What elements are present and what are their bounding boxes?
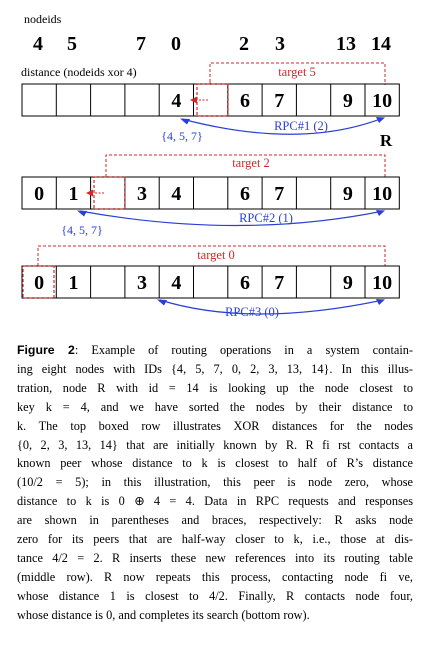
- distance-cell: 6: [240, 90, 250, 112]
- distance-cell: 4: [171, 272, 181, 294]
- caption-line: Figure 2: Example of routing operations …: [17, 343, 413, 357]
- row-frame: [21, 265, 400, 299]
- distance-cell: 9: [343, 272, 353, 294]
- caption-line: known peer whose distance to k is closes…: [17, 456, 413, 471]
- node-id-label: 13: [336, 33, 356, 55]
- nodeid-row: 4 5 7 0 2 3 13 14: [33, 33, 391, 55]
- distance-cell: 7: [274, 183, 284, 205]
- rpc-2-response: {4, 5, 7}: [61, 223, 103, 237]
- node-id-label: 3: [275, 33, 285, 55]
- distance-cell: 9: [343, 90, 353, 112]
- node-id-label: 0: [171, 33, 181, 55]
- caption-line: (middle row). R now repeats this process…: [17, 569, 413, 584]
- caption-line: distance to k is 0 ⊕ 4 = 4. Data in RPC …: [17, 494, 413, 509]
- distance-cell: 7: [274, 90, 284, 112]
- caption-heading: Figure 2: [17, 343, 75, 357]
- distance-row-bottom: 0 1 3 4 6 7 9 10: [21, 265, 400, 299]
- distance-cell: 6: [240, 272, 250, 294]
- distance-cell: 10: [372, 183, 392, 205]
- distance-cell: 1: [68, 272, 78, 294]
- distance-label: distance (nodeids xor 4): [21, 65, 137, 79]
- target-5-arrow: [190, 96, 208, 104]
- distance-cell: 3: [137, 272, 147, 294]
- caption-line: tance 4/2 = 2. R inserts these new refer…: [17, 550, 413, 565]
- distance-cell: 1: [68, 183, 78, 205]
- target-2-connector: [105, 154, 386, 177]
- node-id-label: 2: [239, 33, 249, 55]
- distance-cell: 10: [372, 272, 392, 294]
- rpc-2-arc: [77, 210, 385, 227]
- target-0-label: target 0: [197, 248, 235, 262]
- distance-row-top: 4 6 7 9 10: [21, 83, 400, 117]
- node-id-label: 4: [33, 33, 43, 55]
- distance-cell: 0: [34, 272, 44, 294]
- distance-cell: 6: [240, 183, 250, 205]
- distance-cell: 3: [137, 183, 147, 205]
- target-5-label: target 5: [278, 65, 316, 79]
- distance-cell: 0: [34, 183, 44, 205]
- distance-cell: 4: [171, 90, 181, 112]
- rpc-1-arc: [180, 117, 385, 135]
- distance-cell: 9: [343, 183, 353, 205]
- caption-line: {0, 2, 3, 13, 14} that are initially kno…: [17, 437, 413, 452]
- target-5-connector: [209, 62, 386, 85]
- distance-cell: 7: [274, 272, 284, 294]
- distance-cell: 10: [372, 90, 392, 112]
- rpc-2-label: RPC#2 (1): [239, 211, 293, 225]
- node-r-label: R: [380, 131, 393, 150]
- rpc-3-label: RPC#3 (0): [225, 305, 279, 319]
- caption-line: whose distance is 0, and completes its s…: [17, 607, 310, 622]
- rpc-1-response: {4, 5, 7}: [161, 129, 203, 143]
- target-5-box: [196, 83, 229, 117]
- figure-caption: Figure 2: Example of routing operations …: [17, 341, 413, 625]
- target-2-arrow: [86, 189, 104, 197]
- caption-line: tration, node R with id = 14 is looking …: [17, 380, 413, 395]
- node-id-label: 5: [67, 33, 77, 55]
- caption-line: (10/2 = 5); in this illustration, this p…: [17, 475, 413, 490]
- caption-line: k. The top boxed row illustrates XOR dis…: [17, 418, 413, 433]
- target-2-box: [93, 176, 126, 210]
- distance-cell: 4: [171, 183, 181, 205]
- caption-line: are shown in parentheses and braces, res…: [17, 513, 413, 528]
- row-frame: [21, 176, 400, 210]
- nodeids-label: nodeids: [24, 12, 62, 26]
- distance-row-middle: 0 1 3 4 6 7 9 10: [21, 176, 400, 210]
- caption-line: whose distance 1 is closest to 4/2. Fina…: [17, 588, 413, 603]
- caption-line: ing eight nodes with IDs {4, 5, 7, 0, 2,…: [17, 361, 413, 376]
- target-2-label: target 2: [232, 156, 270, 170]
- rpc-1-label: RPC#1 (2): [274, 119, 328, 133]
- caption-line: zero for its peers that are half-way clo…: [17, 532, 413, 547]
- node-id-label: 7: [136, 33, 146, 55]
- caption-line: key k = 4, and we have sorted the nodes …: [17, 399, 413, 414]
- node-id-label: 14: [371, 33, 391, 55]
- rpc-3-arc: [157, 299, 385, 315]
- target-0-connector: [37, 245, 386, 266]
- target-0-box: [22, 265, 55, 299]
